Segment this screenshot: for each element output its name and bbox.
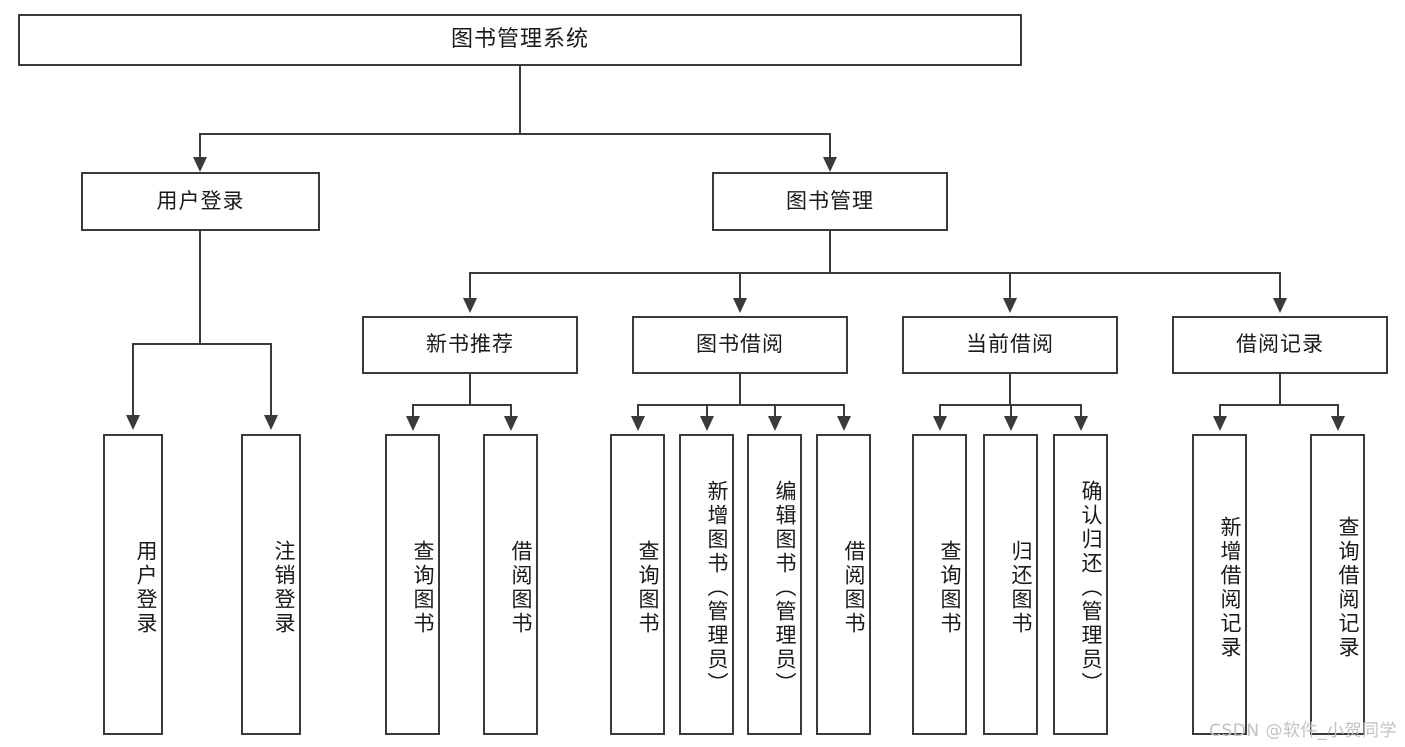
node-leaf-borrow-book[interactable]: 借阅图书 [816, 434, 871, 735]
connector-to-current-borrow [1009, 272, 1011, 300]
arrowhead-leaf-edit-book [768, 416, 782, 431]
node-leaf-edit-book[interactable]: 编辑图书（管理员） [747, 434, 802, 735]
node-new-book-recommend[interactable]: 新书推荐 [362, 316, 578, 374]
leaf-label: 借阅图书 [842, 539, 866, 636]
arrowhead-leaf-borrow-book [837, 416, 851, 431]
connector-borrow-record-stem [1279, 374, 1281, 405]
arrowhead-user-login [193, 157, 207, 172]
node-leaf-confirm-return[interactable]: 确认归还（管理员） [1053, 434, 1108, 735]
leaf-label: 新增图书（管理员） [705, 479, 729, 696]
connector-user-login-to-leaf1 [132, 343, 134, 417]
connector-current-borrow-stem [1009, 374, 1011, 405]
arrowhead-leaf-query-book-current [933, 416, 947, 431]
arrowhead-leaf-query-book-borrow [631, 416, 645, 431]
leaf-label: 查询图书 [938, 539, 962, 636]
connector-book-manage-stem [829, 231, 831, 273]
node-book-borrow[interactable]: 图书借阅 [632, 316, 848, 374]
node-leaf-add-borrow-record[interactable]: 新增借阅记录 [1192, 434, 1247, 735]
leaf-label: 新增借阅记录 [1218, 515, 1242, 660]
connector-bb-to-leaf2 [706, 404, 708, 418]
connector-borrow-record-bus [1219, 404, 1338, 406]
connector-cb-to-leaf2 [1010, 404, 1012, 418]
arrowhead-leaf-borrow-book-rec [504, 416, 518, 431]
connector-bb-to-leaf4 [843, 404, 845, 418]
arrowhead-leaf-query-book-rec [406, 416, 420, 431]
connector-to-book-borrow [739, 272, 741, 300]
arrowhead-book-manage [823, 157, 837, 172]
connector-cb-to-leaf1 [939, 404, 941, 418]
node-leaf-add-book[interactable]: 新增图书（管理员） [679, 434, 734, 735]
node-leaf-query-borrow-record[interactable]: 查询借阅记录 [1310, 434, 1365, 735]
csdn-watermark: CSDN @软件_小贺同学 [1209, 721, 1397, 741]
node-leaf-user-login[interactable]: 用户登录 [103, 434, 163, 735]
node-leaf-query-book-rec[interactable]: 查询图书 [385, 434, 440, 735]
arrowhead-leaf-add-book [700, 416, 714, 431]
arrowhead-leaf-confirm-return [1074, 416, 1088, 431]
node-user-login[interactable]: 用户登录 [81, 172, 320, 231]
arrowhead-borrow-record [1273, 298, 1287, 313]
connector-bb-to-leaf3 [774, 404, 776, 418]
arrowhead-current-borrow [1003, 298, 1017, 313]
connector-user-login-stem [199, 231, 201, 344]
connector-to-borrow-record [1279, 272, 1281, 300]
arrowhead-leaf-return-book [1004, 416, 1018, 431]
connector-root-to-book-manage [829, 133, 831, 159]
connector-nbr-to-leaf1 [412, 404, 414, 418]
connector-user-login-to-leaf2 [270, 343, 272, 417]
node-leaf-return-book[interactable]: 归还图书 [983, 434, 1038, 735]
connector-br-to-leaf2 [1337, 404, 1339, 418]
arrowhead-new-book-recommend [463, 298, 477, 313]
connector-bb-to-leaf1 [637, 404, 639, 418]
connector-new-book-recommend-stem [469, 374, 471, 405]
arrowhead-leaf-query-borrow-record [1331, 416, 1345, 431]
arrowhead-leaf-user-login [126, 415, 140, 430]
connector-user-login-bus [132, 343, 271, 345]
leaf-label: 查询图书 [411, 539, 435, 636]
connector-br-to-leaf1 [1219, 404, 1221, 418]
node-leaf-query-book-borrow[interactable]: 查询图书 [610, 434, 665, 735]
node-root-system[interactable]: 图书管理系统 [18, 14, 1022, 66]
connector-cb-to-leaf3 [1080, 404, 1082, 418]
leaf-label: 查询借阅记录 [1336, 515, 1360, 660]
connector-root-stem [519, 66, 521, 134]
node-current-borrow[interactable]: 当前借阅 [902, 316, 1118, 374]
connector-nbr-to-leaf2 [510, 404, 512, 418]
leaf-label: 归还图书 [1009, 539, 1033, 636]
leaf-label: 用户登录 [134, 539, 158, 636]
node-book-manage[interactable]: 图书管理 [712, 172, 948, 231]
connector-new-book-recommend-bus [412, 404, 511, 406]
node-leaf-borrow-book-rec[interactable]: 借阅图书 [483, 434, 538, 735]
node-borrow-record[interactable]: 借阅记录 [1172, 316, 1388, 374]
connector-to-new-book-recommend [469, 272, 471, 300]
leaf-label: 查询图书 [636, 539, 660, 636]
connector-book-borrow-bus [637, 404, 844, 406]
node-leaf-user-logout[interactable]: 注销登录 [241, 434, 301, 735]
arrowhead-leaf-add-borrow-record [1213, 416, 1227, 431]
leaf-label: 注销登录 [272, 539, 296, 636]
leaf-label: 编辑图书（管理员） [773, 479, 797, 696]
leaf-label: 确认归还（管理员） [1079, 479, 1103, 696]
arrowhead-book-borrow [733, 298, 747, 313]
arrowhead-leaf-user-logout [264, 415, 278, 430]
connector-book-borrow-stem [739, 374, 741, 405]
node-leaf-query-book-current[interactable]: 查询图书 [912, 434, 967, 735]
connector-book-manage-bus [469, 272, 1280, 274]
connector-root-to-user-login [199, 133, 201, 159]
connector-root-bus [199, 133, 831, 135]
leaf-label: 借阅图书 [509, 539, 533, 636]
